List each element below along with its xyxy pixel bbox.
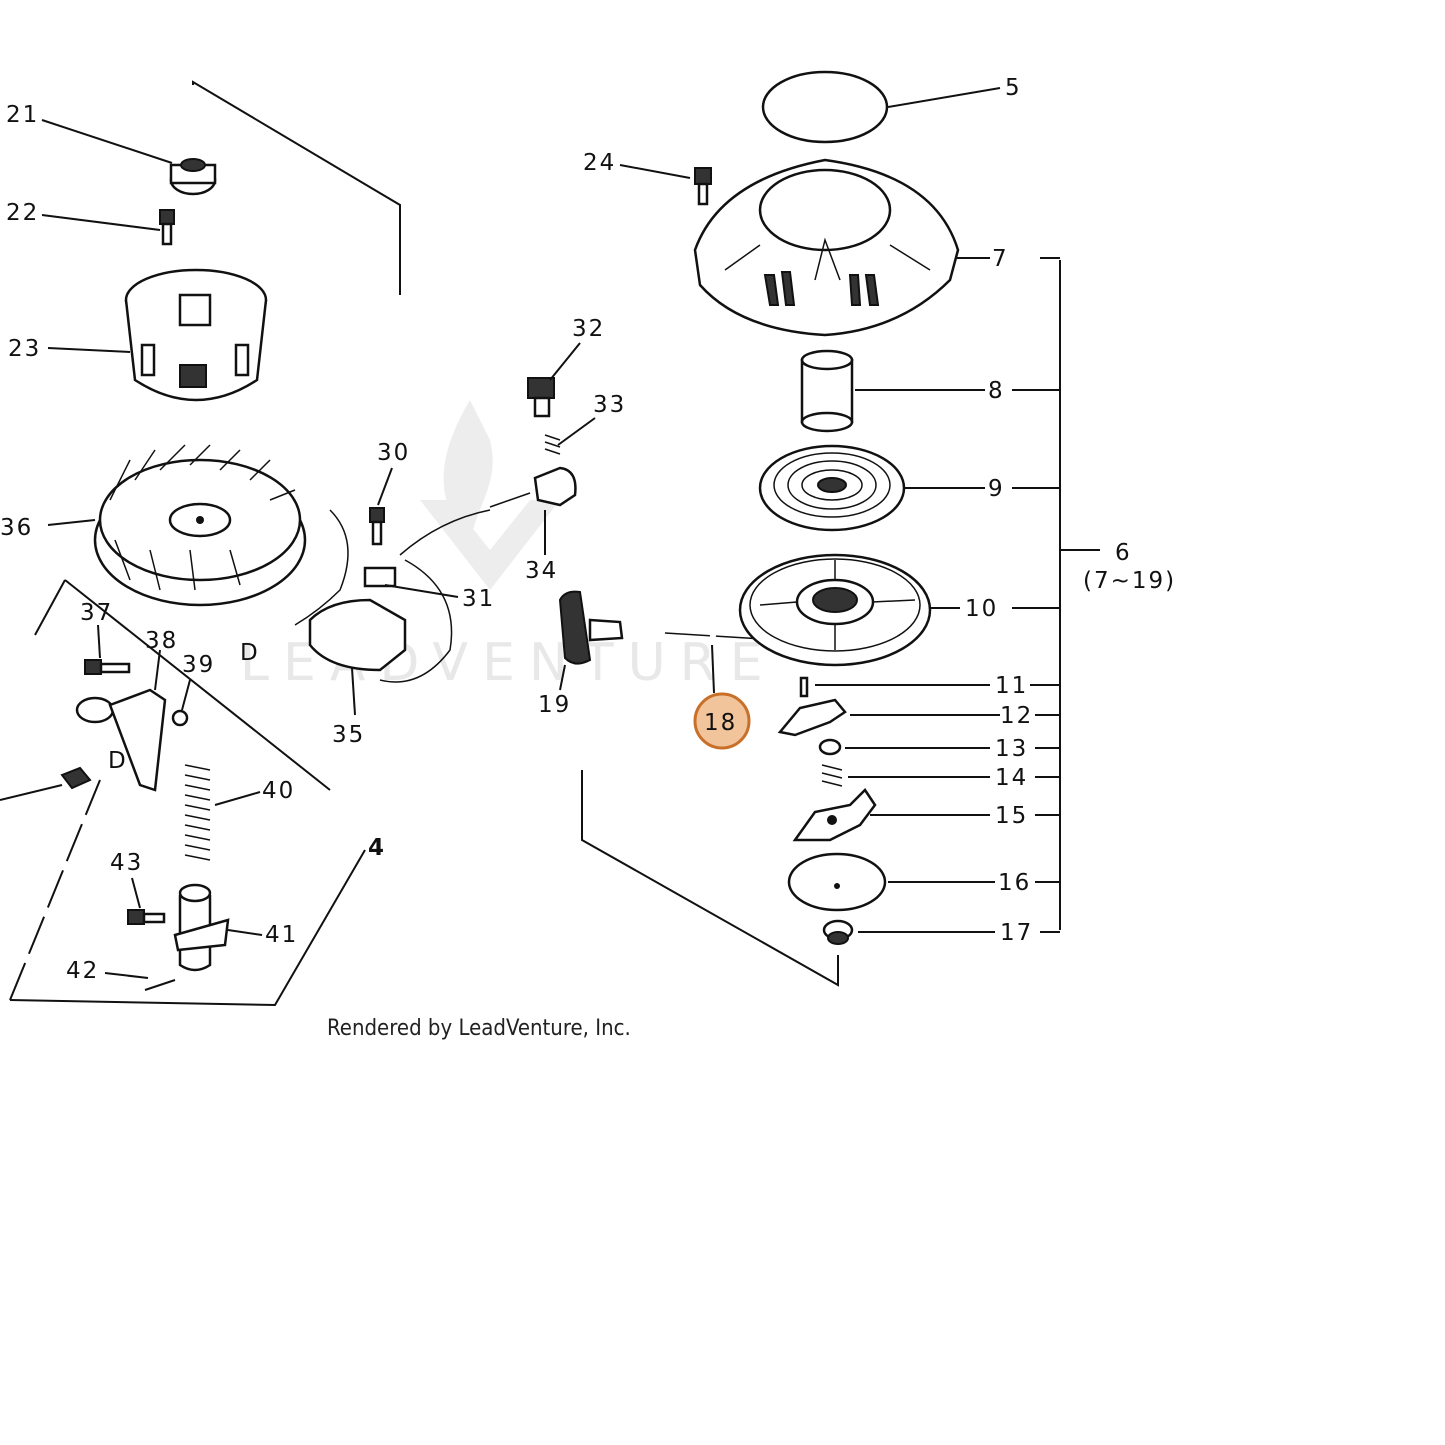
callout-19[interactable]: 19 [538, 692, 571, 718]
part-16-plate[interactable] [787, 852, 887, 912]
part-24-bolt[interactable] [694, 167, 712, 206]
callout-16[interactable]: 16 [998, 870, 1031, 896]
callout-14[interactable]: 14 [995, 765, 1028, 791]
callout-24[interactable]: 24 [583, 150, 616, 176]
part-8-collar[interactable] [800, 349, 854, 433]
callout-36[interactable]: 36 [0, 515, 33, 541]
part-34-plug-cap[interactable] [489, 466, 577, 508]
part-23-starter-cup[interactable] [124, 268, 268, 402]
part-43-bolt[interactable] [127, 909, 166, 925]
callout-6-range: (7~19) [1083, 568, 1176, 594]
middle-assembly [489, 377, 839, 987]
callout-18[interactable]: 18 [704, 710, 737, 736]
part-40-spring[interactable] [184, 764, 211, 861]
callout-38[interactable]: 38 [145, 628, 178, 654]
callout-21[interactable]: 21 [6, 102, 39, 128]
part-32-terminal[interactable] [527, 377, 555, 418]
part-10-reel[interactable] [738, 553, 932, 667]
label-d-left: D [108, 748, 128, 774]
callout-41[interactable]: 41 [265, 922, 298, 948]
credit-text: Rendered by LeadVenture, Inc. [327, 1016, 631, 1041]
part-37-bolt[interactable] [84, 659, 131, 675]
part-33-spring[interactable] [544, 434, 561, 455]
part-41-holder[interactable] [173, 883, 230, 972]
callout-17[interactable]: 17 [1000, 920, 1033, 946]
right-assembly [693, 70, 1100, 945]
callout-8[interactable]: 8 [988, 378, 1005, 404]
part-36-flywheel[interactable] [93, 444, 307, 607]
part-9-recoil-spring[interactable] [758, 444, 906, 532]
callout-4[interactable]: 4 [368, 835, 386, 861]
part-21-nut[interactable] [169, 158, 217, 196]
part-30-screw[interactable] [369, 507, 385, 546]
callout-30[interactable]: 30 [377, 440, 410, 466]
callout-34[interactable]: 34 [525, 558, 558, 584]
callout-32[interactable]: 32 [572, 316, 605, 342]
leader-lines [0, 87, 1060, 979]
part-7-starter-case[interactable] [693, 158, 960, 337]
part-42-pin[interactable] [144, 979, 176, 991]
part-15-friction-plate[interactable] [792, 788, 877, 842]
callout-9[interactable]: 9 [988, 476, 1005, 502]
label-d-mid: D [240, 640, 260, 666]
left-assembly: D D [9, 80, 491, 1007]
part-39-washer[interactable] [171, 709, 189, 727]
callout-23[interactable]: 23 [8, 336, 41, 362]
callout-labels: 5 6 (7~19) 7 8 9 10 11 12 13 14 15 16 17… [0, 75, 1176, 984]
callout-35[interactable]: 35 [332, 722, 365, 748]
part-small-clip[interactable] [60, 766, 92, 790]
part-5-seal[interactable] [761, 70, 889, 144]
part-18-starter-rope[interactable] [664, 632, 781, 641]
part-38-stop-lever[interactable]: D [75, 688, 167, 792]
callout-7[interactable]: 7 [992, 246, 1009, 272]
callout-10[interactable]: 10 [965, 596, 998, 622]
part-35-ignition-coil[interactable] [308, 509, 491, 683]
callout-12[interactable]: 12 [1000, 703, 1033, 729]
callout-37[interactable]: 37 [80, 600, 113, 626]
part-14-spring[interactable] [821, 764, 843, 787]
callout-5[interactable]: 5 [1005, 75, 1022, 101]
part-22-screw[interactable] [159, 209, 175, 246]
callout-33[interactable]: 33 [593, 392, 626, 418]
callout-6[interactable]: 6 [1115, 540, 1132, 566]
part-17-screw[interactable] [822, 919, 854, 945]
part-19-starter-handle[interactable] [558, 590, 624, 665]
highlight-circle-18[interactable] [693, 692, 751, 750]
part-11-pin[interactable] [799, 676, 809, 698]
callout-31[interactable]: 31 [462, 586, 495, 612]
callout-39[interactable]: 39 [182, 652, 215, 678]
callout-15[interactable]: 15 [995, 803, 1028, 829]
callout-42[interactable]: 42 [66, 958, 99, 984]
callout-22[interactable]: 22 [6, 200, 39, 226]
callout-43[interactable]: 43 [110, 850, 143, 876]
callout-13[interactable]: 13 [995, 736, 1028, 762]
part-12-pawl[interactable] [777, 698, 847, 737]
callout-11[interactable]: 11 [995, 673, 1028, 699]
part-13-washer[interactable] [818, 738, 842, 756]
callout-40[interactable]: 40 [262, 778, 295, 804]
